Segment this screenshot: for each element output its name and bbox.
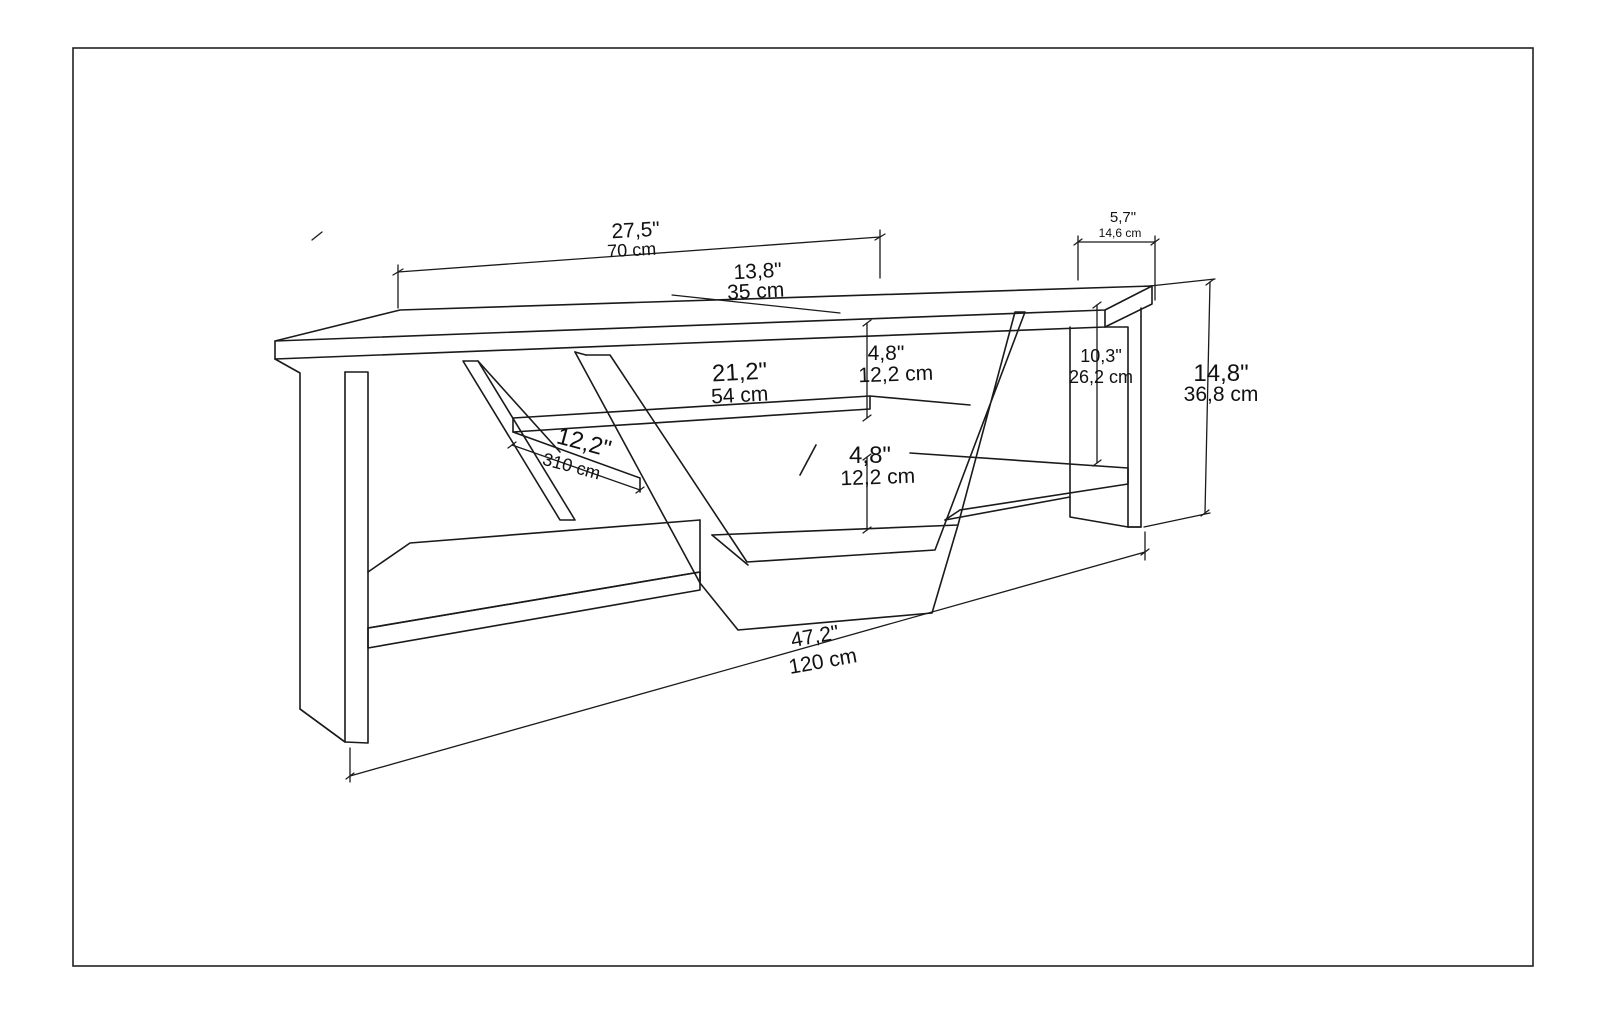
label-shelf-width-cm: 54 cm [711, 383, 769, 409]
dim-line-total-width [349, 551, 1146, 777]
label-top-inner-inch: 13,8" [733, 259, 782, 284]
drawing-border [72, 47, 1534, 967]
label-upper-clearance-inch: 4,8" [868, 342, 905, 365]
tv-stand-illustration [274, 285, 1153, 744]
lower-right-shelf [909, 452, 1129, 511]
middle-shelf [512, 395, 871, 433]
dim-line-total-height [1204, 281, 1211, 514]
right-side-panel [1104, 307, 1142, 528]
label-side-depth-inch: 5,7" [1110, 209, 1136, 226]
dim-line-top-depth [397, 236, 881, 273]
label-total-height-inch: 14,8" [1193, 360, 1248, 387]
label-top-inner-cm: 35 cm [727, 279, 785, 305]
top-board-face [274, 285, 1153, 342]
label-lower-clearance-inch: 4,8" [849, 442, 891, 469]
label-side-depth-cm: 14,6 cm [1099, 226, 1142, 240]
label-right-inner-inch: 10,3" [1080, 346, 1121, 366]
label-top-depth-inch: 27,5" [611, 218, 660, 243]
label-lower-clearance-cm: 12,2 cm [840, 465, 915, 491]
v-frame-inner [574, 351, 959, 631]
dimension-lines [311, 229, 1216, 783]
left-diagonal-strut [462, 360, 576, 521]
top-board-seam [671, 294, 841, 314]
label-shelf-width-inch: 21,2" [711, 358, 768, 388]
bottom-shelf [367, 571, 701, 649]
label-right-inner-cm: 26,2 cm [1069, 367, 1133, 387]
dim-line-shelf-depth [511, 444, 641, 491]
label-upper-clearance-cm: 12,2 cm [858, 362, 933, 388]
v-frame-outer [585, 311, 1026, 563]
left-side-panel [274, 358, 346, 743]
top-board-front-edge [274, 309, 1106, 360]
label-top-depth-cm: 70 cm [607, 239, 657, 262]
top-board-right-edge [1104, 285, 1153, 328]
label-total-height-cm: 36,8 cm [1184, 383, 1259, 406]
dimension-labels: 27,5" 70 cm 13,8" 35 cm 5,7" 14,6 cm 4,8… [540, 209, 1258, 679]
corner-mark [311, 231, 323, 241]
